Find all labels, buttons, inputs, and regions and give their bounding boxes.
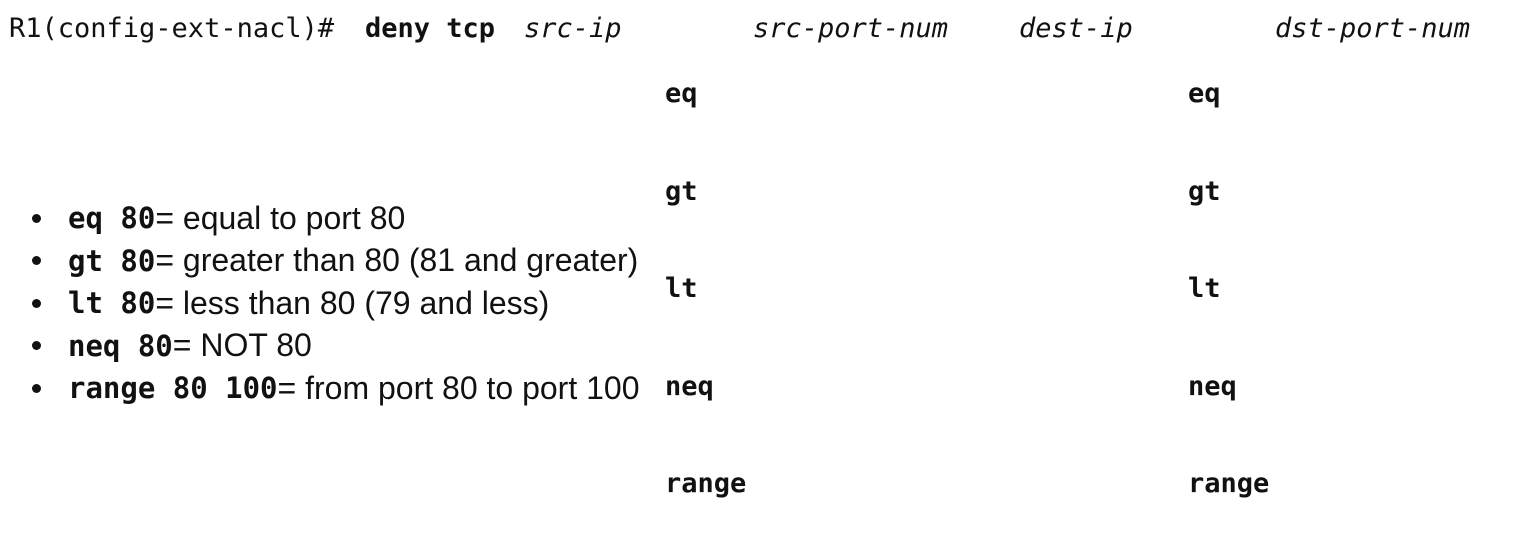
list-item: eq 80 = equal to port 80 — [30, 197, 640, 240]
operator-description: = from port 80 to port 100 — [277, 369, 640, 406]
src-operator: eq — [665, 78, 698, 109]
operator-explanation-list: eq 80 = equal to port 80 gt 80 = greater… — [30, 197, 640, 410]
list-item: range 80 100 = from port 80 to port 100 — [30, 367, 640, 410]
operator-example: gt 80 — [68, 243, 156, 278]
operator-example: eq 80 — [68, 201, 156, 236]
cli-dest-ip-placeholder: dest-ip — [1019, 13, 1133, 44]
operator-description: = equal to port 80 — [155, 199, 406, 236]
src-operator: lt — [665, 273, 698, 304]
dst-operator: range — [1188, 468, 1270, 499]
dst-operator: lt — [1188, 273, 1221, 304]
src-operator: range — [665, 468, 747, 499]
cli-src-port-placeholder: src-port-num — [753, 13, 949, 44]
bullet-icon — [32, 383, 41, 393]
bullet-icon — [32, 298, 41, 308]
dst-operator-list: eq gt lt neq range — [1188, 13, 1269, 533]
bullet-icon — [32, 213, 41, 223]
dst-operator: gt — [1188, 175, 1221, 207]
src-operator: gt — [665, 175, 698, 207]
cli-src-ip-placeholder: src-ip — [524, 13, 622, 44]
operator-example: range 80 100 — [68, 371, 278, 406]
operator-example: neq 80 — [68, 328, 173, 363]
operator-description: = NOT 80 — [172, 327, 312, 364]
list-item: gt 80 = greater than 80 (81 and greater) — [30, 240, 640, 283]
dst-operator: neq — [1188, 370, 1237, 402]
cli-prompt: R1(config-ext-nacl)# — [9, 13, 335, 44]
list-item: neq 80 = NOT 80 — [30, 325, 640, 368]
cli-command-keyword: deny tcp — [365, 13, 496, 44]
bullet-icon — [32, 256, 41, 266]
bullet-icon — [32, 341, 41, 351]
src-operator: neq — [665, 370, 714, 402]
operator-example: lt 80 — [68, 286, 156, 321]
src-operator-list: eq gt lt neq range — [665, 13, 746, 533]
dst-operator: eq — [1188, 78, 1221, 109]
operator-description: = greater than 80 (81 and greater) — [155, 242, 639, 279]
cli-dst-port-placeholder: dst-port-num — [1275, 13, 1471, 44]
operator-description: = less than 80 (79 and less) — [155, 284, 550, 321]
list-item: lt 80 = less than 80 (79 and less) — [30, 282, 640, 325]
